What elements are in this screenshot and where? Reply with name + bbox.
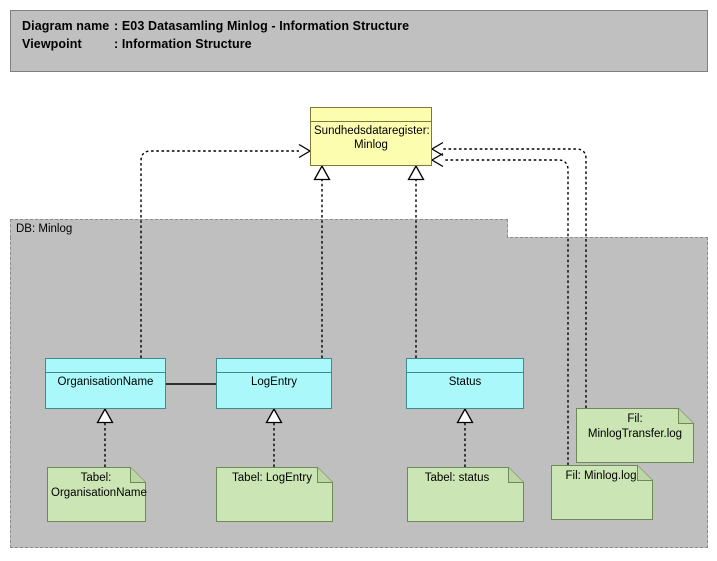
arrowhead-open-register-right-bottom bbox=[430, 152, 444, 168]
node-logentry-label: LogEntry bbox=[250, 376, 298, 388]
diagram-name-line: Diagram name: E03 Datasamling Minlog - I… bbox=[22, 19, 409, 33]
node-tabel-status[interactable]: Tabel: status bbox=[407, 467, 525, 522]
diagram-name-value: E03 Datasamling Minlog - Information Str… bbox=[121, 19, 410, 33]
node-status[interactable]: Status bbox=[406, 358, 524, 409]
node-sundhedsdataregister-minlog-label: Sundhedsdataregister: Minlog bbox=[314, 125, 430, 151]
diagram-header-bar: Diagram name: E03 Datasamling Minlog - I… bbox=[10, 10, 708, 72]
arrowhead-open-register-right-top bbox=[430, 141, 444, 157]
node-fil-minlog-log[interactable]: Fil: Minlog.log bbox=[551, 465, 669, 520]
node-header-strip bbox=[407, 359, 523, 373]
diagram-name-separator: : bbox=[114, 19, 122, 33]
arrowhead-open-register-left bbox=[298, 143, 312, 159]
node-logentry[interactable]: LogEntry bbox=[216, 358, 332, 409]
viewpoint-line: Viewpoint: Information Structure bbox=[22, 37, 252, 51]
node-fil-minlogtransfer-log[interactable]: Fil: MinlogTransfer.log bbox=[576, 408, 694, 463]
diagram-name-key: Diagram name bbox=[22, 19, 110, 33]
group-db-minlog-tab[interactable]: DB: Minlog bbox=[10, 219, 508, 238]
node-header-strip bbox=[46, 359, 165, 373]
viewpoint-separator: : bbox=[114, 37, 122, 51]
node-tabel-logentry-label: Tabel: LogEntry bbox=[232, 472, 312, 484]
viewpoint-value: Information Structure bbox=[121, 37, 252, 51]
node-tabel-status-label: Tabel: status bbox=[424, 472, 490, 484]
document-shape bbox=[576, 408, 694, 463]
node-fil-minlogtransfer-log-label: Fil: MinlogTransfer.log bbox=[587, 413, 683, 440]
node-tabel-organisationname-label: Tabel: OrganisationName bbox=[51, 472, 147, 499]
node-tabel-logentry[interactable]: Tabel: LogEntry bbox=[216, 467, 334, 522]
arrowhead-triangle-register-bottom-left bbox=[313, 164, 331, 181]
group-db-minlog-label: DB: Minlog bbox=[16, 223, 73, 235]
node-tabel-organisationname[interactable]: Tabel: OrganisationName bbox=[47, 467, 165, 522]
node-sundhedsdataregister-minlog[interactable]: Sundhedsdataregister: Minlog bbox=[310, 107, 432, 166]
document-shape bbox=[216, 467, 333, 522]
document-shape bbox=[47, 467, 146, 522]
document-shape bbox=[551, 465, 653, 520]
node-organisationname-label: OrganisationName bbox=[57, 376, 154, 388]
viewpoint-key: Viewpoint bbox=[22, 37, 82, 51]
node-header-strip bbox=[217, 359, 331, 373]
node-status-label: Status bbox=[448, 376, 482, 388]
document-shape bbox=[407, 467, 524, 522]
arrowhead-triangle-register-bottom-right bbox=[407, 164, 425, 181]
node-organisationname[interactable]: OrganisationName bbox=[45, 358, 166, 409]
node-header-strip bbox=[311, 108, 431, 122]
node-fil-minlog-log-label: Fil: Minlog.log bbox=[565, 470, 637, 482]
